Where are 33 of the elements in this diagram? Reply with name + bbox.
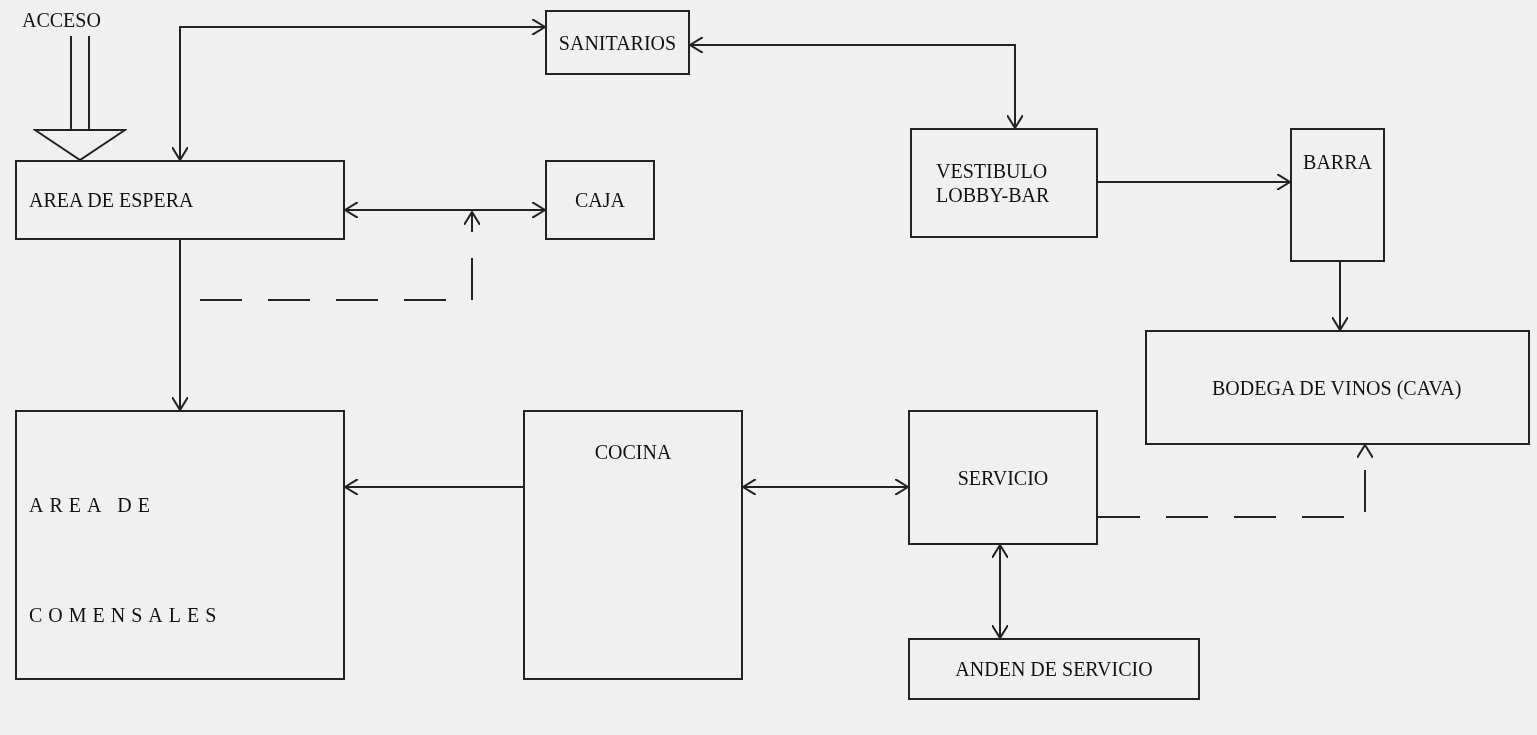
arrow (742, 478, 909, 496)
arrow (689, 36, 1024, 129)
area-box (910, 128, 1098, 238)
area-label: VESTIBULO LOBBY-BAR (936, 159, 1051, 207)
area-label: CAJA (575, 188, 625, 212)
area-label: SERVICIO (957, 465, 1049, 490)
area-label: COCINA (594, 440, 672, 464)
arrow (991, 544, 1009, 639)
arrow (1097, 444, 1374, 518)
area-box (908, 410, 1098, 545)
area-box (545, 10, 690, 75)
arrow (171, 18, 546, 161)
area-box (1290, 128, 1385, 262)
area-box (1145, 330, 1530, 445)
area-box (15, 410, 345, 680)
arrow (171, 239, 189, 411)
arrow (344, 478, 524, 496)
area-label: BARRA (1303, 150, 1372, 174)
arrow (1331, 261, 1349, 331)
arrow (344, 201, 546, 219)
area-label: AREA DE ESPERA (29, 188, 194, 212)
entrance-arrow (34, 35, 126, 161)
area-label: AREA DE COMENSALES (29, 493, 224, 628)
arrow (1097, 173, 1291, 191)
area-label: BODEGA DE VINOS (CAVA) (1212, 375, 1463, 400)
area-label: ANDEN DE SERVICIO (955, 657, 1153, 681)
area-box (15, 160, 345, 240)
area-box (545, 160, 655, 240)
area-box (908, 638, 1200, 700)
arrow (199, 211, 481, 301)
entrance-label: ACCESO (22, 8, 101, 32)
area-label: SANITARIOS (558, 30, 677, 55)
area-box (523, 410, 743, 680)
